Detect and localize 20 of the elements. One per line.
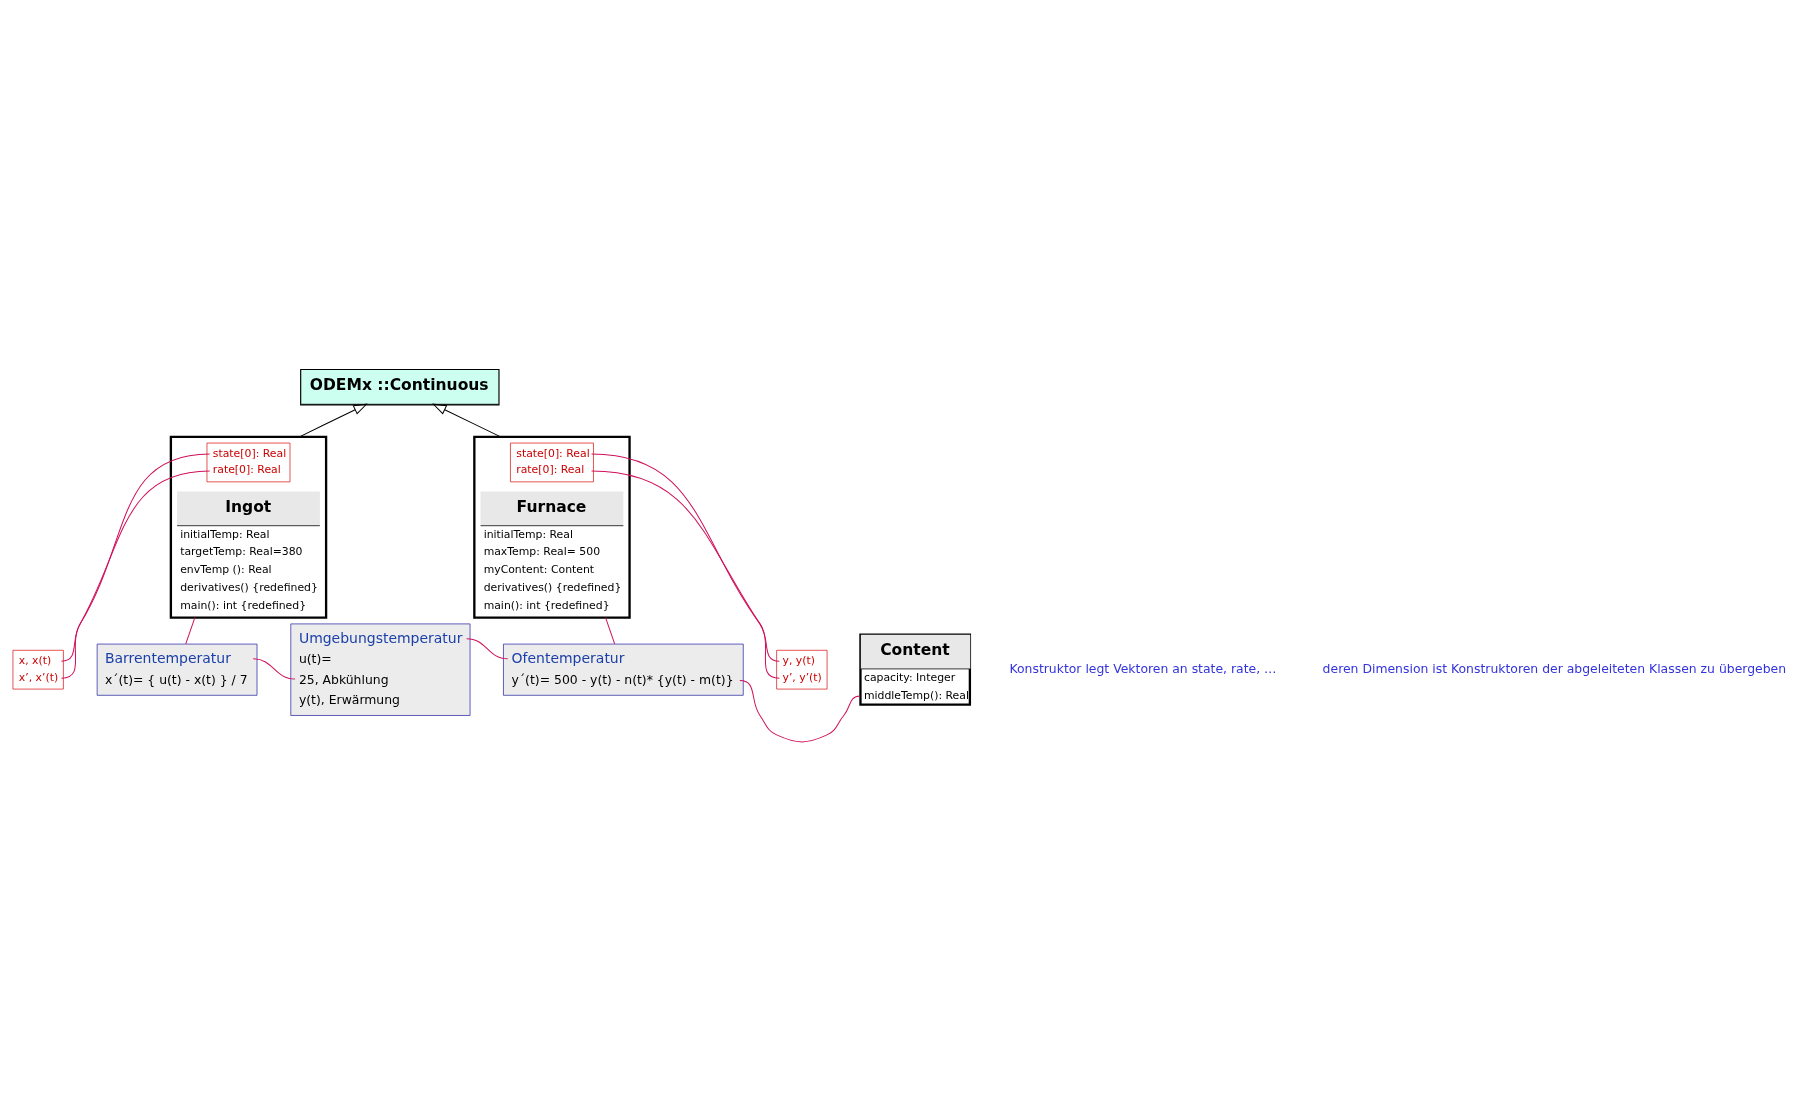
node-box: state[0]: Real rate[0]: Real xyxy=(206,442,291,482)
connector xyxy=(605,616,616,644)
node-box: y, y(t) y’, y’(t) xyxy=(776,649,828,689)
node-box: Barrentemperatur x´(t)= { u(t) - x(t) } / 7 xyxy=(96,643,258,696)
connector xyxy=(185,616,196,644)
arrow xyxy=(432,403,502,437)
connector xyxy=(60,470,211,679)
label: deren Dimension ist Konstruktoren der abgeleiteten Klassen zu übergeben xyxy=(1322,660,1787,676)
connector xyxy=(739,679,861,742)
connector xyxy=(60,452,211,662)
connector xyxy=(591,452,780,662)
node-box: state[0]: Real rate[0]: Real xyxy=(510,442,594,482)
node-box: Ofentemperatur y´(t)= 500 - y(t) - n(t)* {y(t) - m(t)} xyxy=(503,643,744,696)
label: Konstruktor legt Vektoren an state, rate, … xyxy=(1009,660,1277,676)
connector xyxy=(466,637,509,659)
node-box: x, x(t) x’, x’(t) xyxy=(12,649,64,689)
connector xyxy=(252,657,296,679)
node-box: Umgebungstemperatur u(t)= 25, Abkühlung y(t), Erwärmung xyxy=(290,623,471,716)
arrow xyxy=(298,403,368,437)
connector xyxy=(591,470,780,679)
